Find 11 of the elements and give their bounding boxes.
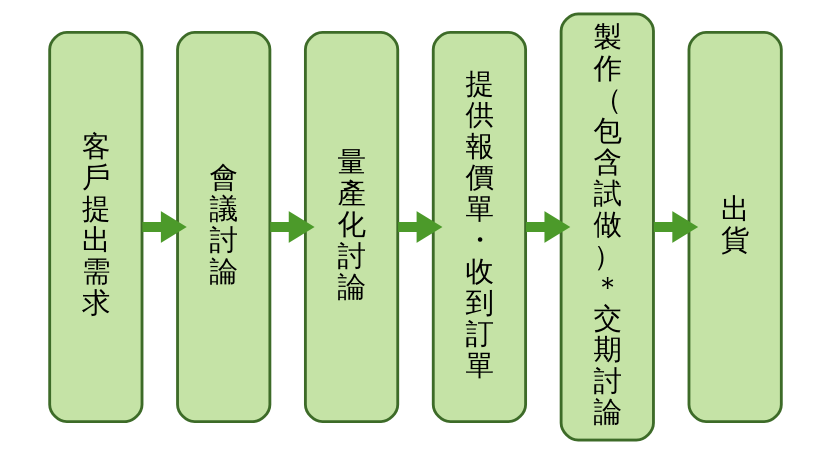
arrow	[270, 211, 315, 243]
node-box: 會議討論	[176, 30, 272, 424]
arrow	[654, 211, 698, 243]
arrow	[526, 211, 570, 243]
node-box: 提供報價單・收到訂單	[432, 30, 528, 424]
node-box: 客戶提出需求	[48, 30, 144, 424]
arrow	[398, 211, 442, 243]
node-box: 出貨	[688, 30, 783, 424]
arrow	[142, 211, 187, 243]
node-box: 製作（包含試做）＊交期討論	[560, 12, 655, 442]
node-box: 量產化討論	[304, 30, 400, 424]
